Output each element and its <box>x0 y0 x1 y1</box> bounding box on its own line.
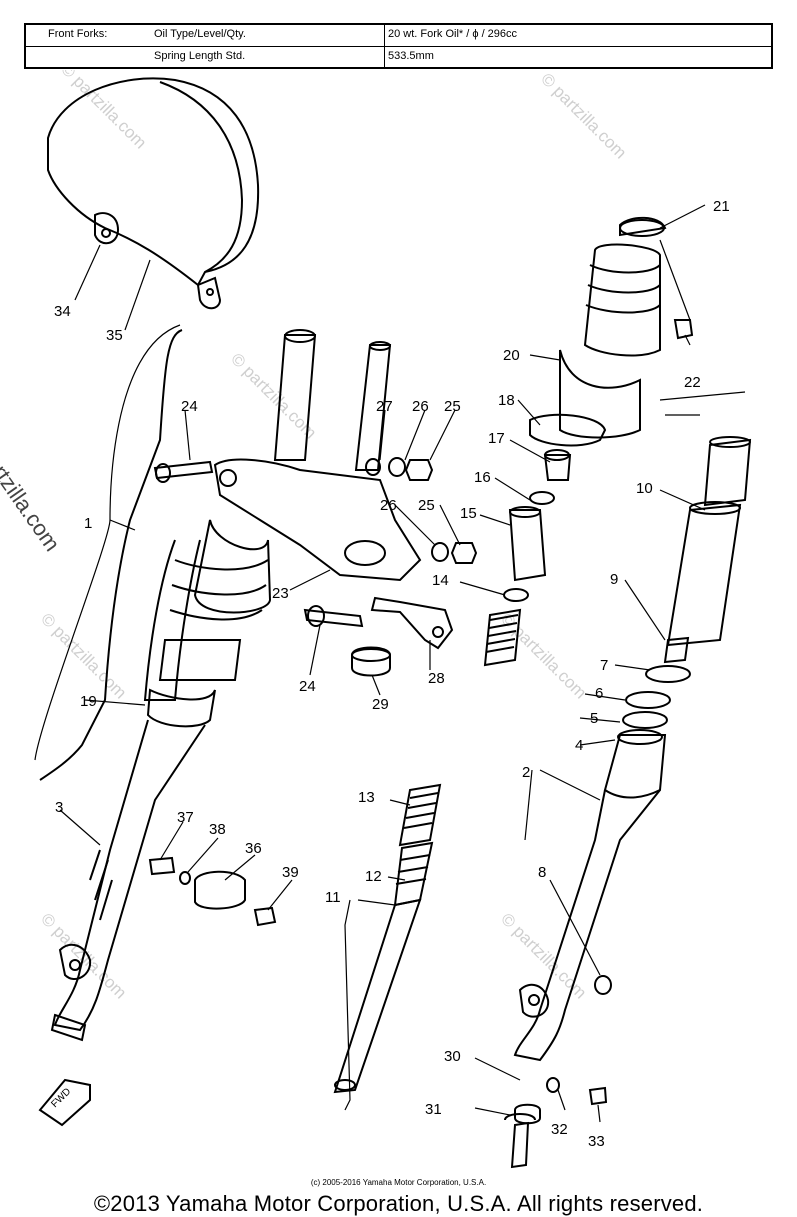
watermark-1: © partzilla.com <box>57 70 150 152</box>
callout-33: 33 <box>588 1133 605 1150</box>
callout-39: 39 <box>282 864 299 881</box>
callout-25b: 25 <box>418 497 435 514</box>
spec-spring-value: 533.5mm <box>388 50 434 62</box>
callout-25a: 25 <box>444 398 461 415</box>
callout-14: 14 <box>432 572 449 589</box>
leader-lines <box>59 204 706 1123</box>
callout-38: 38 <box>209 821 226 838</box>
callout-4: 4 <box>575 737 583 754</box>
callout-30: 30 <box>444 1048 461 1065</box>
watermark-3: © partzilla.com <box>37 609 130 702</box>
watermark-7: © partzilla.com <box>227 349 320 442</box>
bracket-lines <box>34 324 746 1111</box>
callout-27: 27 <box>376 398 393 415</box>
center-fork-internals <box>333 413 607 1094</box>
spec-section-label: Front Forks: <box>48 28 108 40</box>
fwd-label: FWD <box>49 1086 73 1110</box>
callout-3: 3 <box>55 799 63 816</box>
callout-6: 6 <box>595 685 603 702</box>
callout-8: 8 <box>538 864 546 881</box>
watermark-6: © partzilla.com <box>497 909 590 1002</box>
callout-22: 22 <box>684 374 701 391</box>
callout-29: 29 <box>372 696 389 713</box>
callout-17: 17 <box>488 430 505 447</box>
triple-clamp-assembly <box>153 341 478 582</box>
callout-20: 20 <box>503 347 520 364</box>
callout-36: 36 <box>245 840 262 857</box>
callout-7: 7 <box>600 657 608 674</box>
callout-16: 16 <box>474 469 491 486</box>
callout-9: 9 <box>610 571 618 588</box>
spec-spring-label: Spring Length Std. <box>154 50 246 62</box>
callout-32: 32 <box>551 1121 568 1138</box>
callout-15: 15 <box>460 505 477 522</box>
callout-24b: 24 <box>299 678 316 695</box>
callout-21: 21 <box>713 198 730 215</box>
callout-13: 13 <box>358 789 375 806</box>
callout-37: 37 <box>177 809 194 826</box>
callout-23: 23 <box>272 585 289 602</box>
spec-row-oil: Front Forks: Oil Type/Level/Qty. 20 wt. … <box>26 25 771 47</box>
callout-31: 31 <box>425 1101 442 1118</box>
callout-26b: 26 <box>380 497 397 514</box>
fender-cover <box>47 77 260 310</box>
right-fork-assembly <box>504 216 752 1169</box>
spec-row-spring: Spring Length Std. 533.5mm <box>26 47 771 68</box>
callout-2: 2 <box>522 764 530 781</box>
lower-bracket-assembly <box>303 596 454 677</box>
callout-19: 19 <box>80 693 97 710</box>
callout-26a: 26 <box>412 398 429 415</box>
spec-oil-value: 20 wt. Fork Oil* / ϕ / 296cc <box>388 28 518 40</box>
callout-11: 11 <box>325 889 341 906</box>
callout-35: 35 <box>106 327 123 344</box>
exploded-parts-diagram: © partzilla.com © partzilla.com © partzi… <box>34 70 752 1169</box>
callout-10: 10 <box>636 480 653 497</box>
callout-12: 12 <box>365 868 382 885</box>
fwd-arrow: FWD <box>38 1078 91 1127</box>
callout-5: 5 <box>590 710 598 727</box>
callout-34: 34 <box>54 303 71 320</box>
callout-28: 28 <box>428 670 445 687</box>
spec-table: Front Forks: Oil Type/Level/Qty. 20 wt. … <box>24 23 773 69</box>
clamp-parts <box>148 856 277 927</box>
left-fork-assembly <box>39 329 317 1042</box>
spec-oil-label: Oil Type/Level/Qty. <box>154 28 246 40</box>
copyright-notice: ©2013 Yamaha Motor Corporation, U.S.A. A… <box>93 1191 704 1216</box>
callout-1: 1 <box>84 515 92 532</box>
callout-18: 18 <box>498 392 515 409</box>
spec-divider <box>384 25 385 67</box>
callout-24a: 24 <box>181 398 198 415</box>
callout-labels: 1 2 3 4 5 6 7 8 9 10 11 12 13 14 15 16 1… <box>54 198 730 1150</box>
watermark-2: © partzilla.com <box>537 70 630 162</box>
copyright-small: (c) 2005-2016 Yamaha Motor Corporation, … <box>310 1178 487 1187</box>
